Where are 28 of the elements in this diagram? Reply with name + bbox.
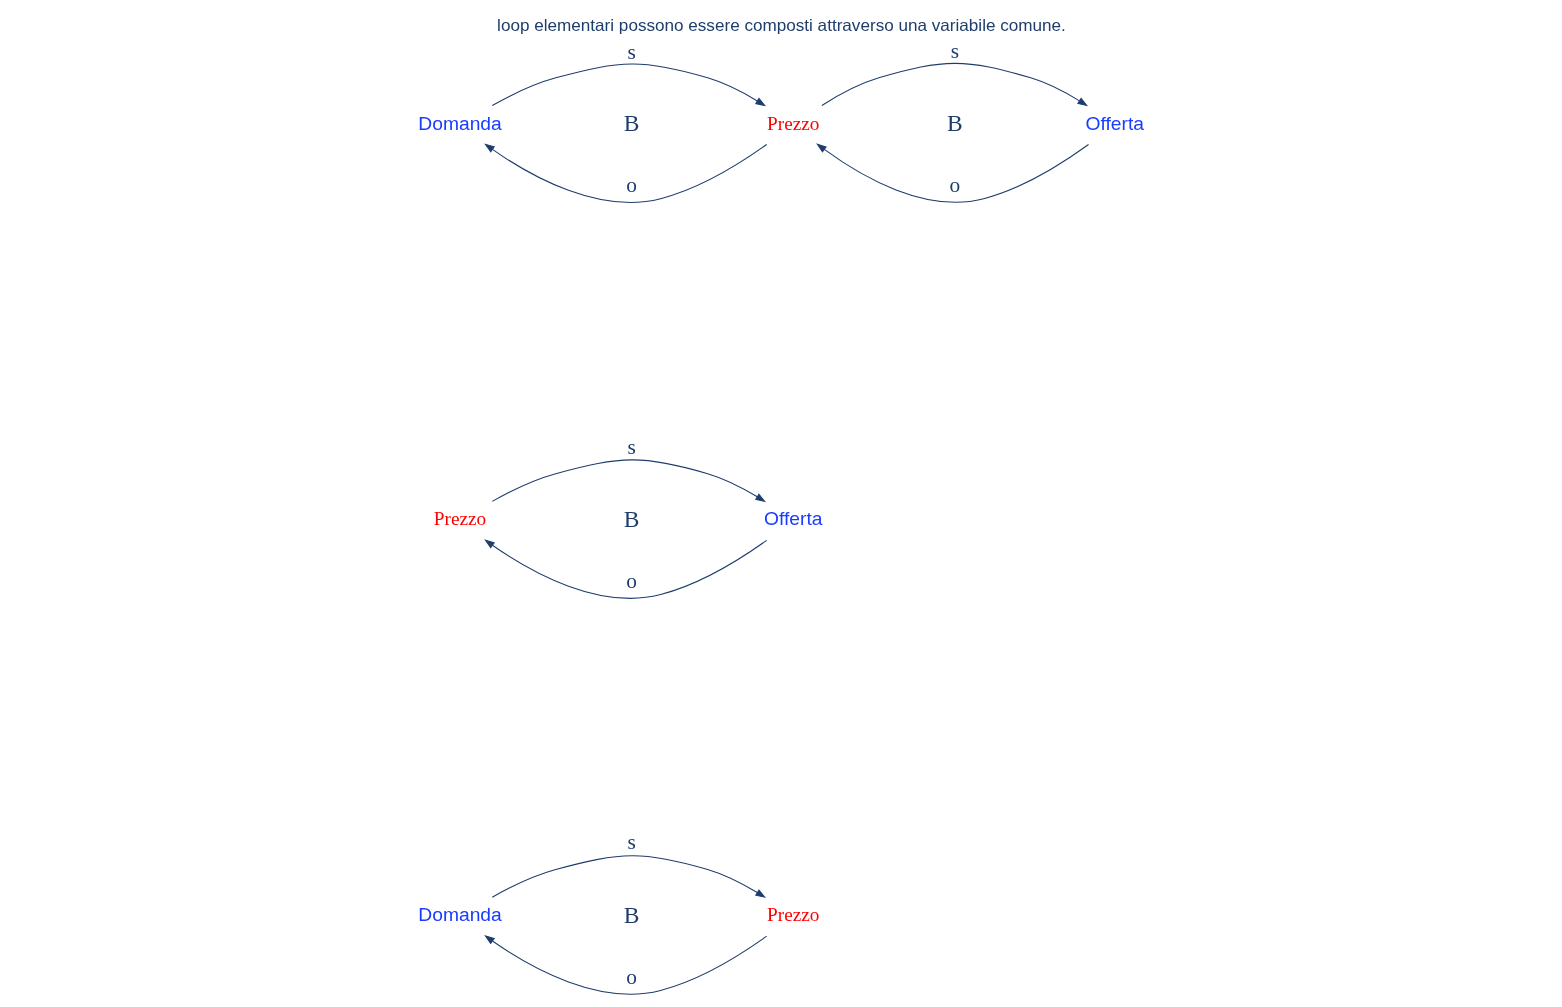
edge-label: s — [627, 435, 636, 460]
arrow — [815, 143, 1089, 203]
arrow — [491, 459, 766, 503]
arrow — [820, 62, 1088, 107]
arrow — [491, 63, 766, 107]
node-text: Domanda — [417, 112, 502, 134]
node-text: Prezzo — [766, 112, 819, 134]
node-text: Offerta — [763, 508, 823, 530]
edge-label: o — [625, 569, 637, 594]
edge-label: s — [627, 39, 636, 64]
edge-label: s — [627, 830, 636, 855]
arrow — [483, 935, 767, 995]
node-text: Domanda — [417, 904, 502, 926]
diagram-title: loop elementari possono essere composti attraverso una variabile comune. — [496, 15, 1066, 35]
node-text: Prezzo — [766, 904, 819, 926]
arrow — [483, 539, 767, 599]
node-text: Offerta — [1084, 112, 1144, 134]
label: B — [623, 505, 640, 532]
label: B — [623, 901, 640, 928]
arrow — [483, 143, 767, 204]
edge-label: s — [950, 38, 959, 63]
edge-label: o — [625, 964, 637, 989]
label: B — [946, 109, 963, 136]
edge-label: o — [625, 173, 637, 198]
label: B — [623, 109, 640, 136]
edge-label: o — [948, 173, 960, 198]
arrow — [491, 855, 766, 898]
node-text: Prezzo — [433, 508, 486, 530]
